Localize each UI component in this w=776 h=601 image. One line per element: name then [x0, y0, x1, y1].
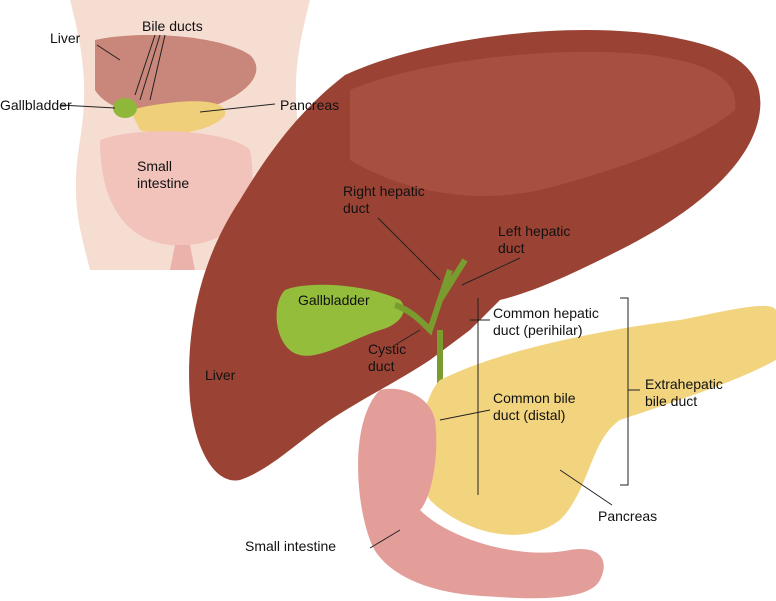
- label-line: Right hepatic: [343, 183, 425, 199]
- label-small-intestine: Small intestine: [245, 538, 337, 554]
- inset-intestine: [100, 131, 253, 246]
- inset-label-small-line2: intestine: [137, 175, 190, 191]
- label-line: duct: [368, 358, 395, 374]
- label-line: Common bile: [493, 390, 576, 406]
- inset-label-pancreas: Pancreas: [280, 97, 340, 113]
- inset-label-liver: Liver: [50, 30, 81, 46]
- gallbladder: [276, 284, 404, 356]
- label-liver: Liver: [205, 367, 236, 383]
- inset-label-bile-ducts: Bile ducts: [142, 18, 203, 34]
- pancreas: [419, 305, 776, 535]
- inset-label-small-line1: Small: [137, 158, 173, 174]
- inset-label-gallbladder: Gallbladder: [0, 97, 72, 113]
- label-line: Common hepatic: [493, 305, 599, 321]
- label-line: Left hepatic: [498, 223, 571, 239]
- label-gallbladder: Gallbladder: [298, 292, 370, 308]
- inset-pancreas: [130, 101, 226, 135]
- label-line: duct (perihilar): [493, 322, 583, 338]
- label-pancreas: Pancreas: [598, 508, 658, 524]
- small-intestine: [358, 388, 604, 599]
- label-line: duct: [343, 200, 370, 216]
- label-line: bile duct: [645, 393, 698, 409]
- label-line: duct: [498, 240, 525, 256]
- label-line: Extrahepatic: [645, 376, 723, 392]
- inset-gallbladder: [113, 98, 137, 118]
- label-line: duct (distal): [493, 407, 566, 423]
- leader-lines: [59, 34, 640, 549]
- label-line: Cystic: [368, 341, 407, 357]
